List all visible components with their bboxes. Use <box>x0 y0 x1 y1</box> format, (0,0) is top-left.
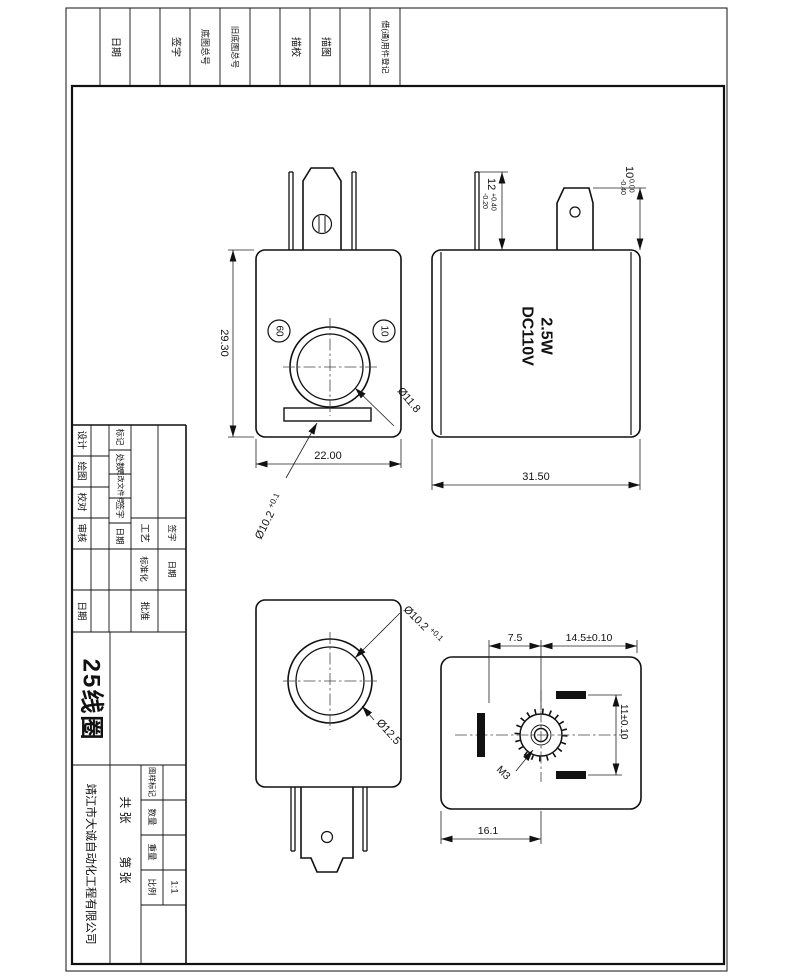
terminal-left-label: 60 <box>274 325 285 337</box>
view-front-top: 60 10 29.30 22.00 Ø11.8 Ø10.2 +0.1 <box>218 167 423 541</box>
dim-pin-main: 12 <box>485 178 497 190</box>
strip-label-master-no: 底图总号 <box>200 29 211 65</box>
marking-power: 2.5W <box>538 317 555 355</box>
company-name: 靖江市大诚自动化工程有限公司 <box>84 784 98 945</box>
sheets-total: 共 张 <box>118 796 132 823</box>
part-name: 25线圈 <box>78 659 105 742</box>
binding-strip-lines <box>99 8 401 86</box>
title-block-lines <box>72 424 187 964</box>
screw-head-icon <box>311 213 333 235</box>
strip-label-sign: 签字 <box>170 37 183 57</box>
thread-label: M3 <box>494 764 513 783</box>
dim-slot-spacing-label: 11±0.10 <box>618 704 629 740</box>
role-draw: 绘图 <box>76 461 88 480</box>
dia-inner-label: Ø11.8 <box>395 385 423 415</box>
scale-value: 1:1 <box>169 880 180 893</box>
rev-header-count: 处数 <box>115 453 125 471</box>
connector-body-bottom <box>300 787 354 873</box>
strip-label-trace: 描图 <box>320 37 333 57</box>
prong-pins-top <box>288 171 357 250</box>
sheet-number: 第 张 <box>118 856 132 883</box>
terminal-circle-right <box>372 319 396 343</box>
dim-body-width-label: 31.50 <box>522 471 550 483</box>
dim-pitch-label: 14.5±0.10 <box>566 632 613 644</box>
dim-blade-tol-up: 0.00 <box>628 179 635 193</box>
dim-blade-tol-dn: -0.40 <box>619 179 626 195</box>
dim-height-label: 29.30 <box>218 329 230 357</box>
hole-dia-label-2: Ø10.2 <box>401 604 431 634</box>
rev-header-mark: 标记 <box>115 428 125 446</box>
dim-pin-callout: 12 +0.40 -0.20 <box>481 178 497 211</box>
dim-pin-tol-up: +0.40 <box>490 193 497 211</box>
info-label-qty: 数量 <box>147 808 157 826</box>
dim-pin-tol-dn: -0.20 <box>481 193 488 209</box>
role-design: 设计 <box>76 430 88 450</box>
process-label: 工艺 <box>139 523 150 542</box>
blade-hole <box>569 206 581 218</box>
pin-slot-bottom <box>556 771 586 779</box>
pin-slot-top <box>556 691 586 699</box>
info-label-scale: 比例 <box>147 878 157 895</box>
view-front-bottom: Ø10.2 +0.1 Ø12.5 <box>255 599 446 873</box>
approve-label: 批准 <box>139 601 151 621</box>
dim-blade-main: 10 <box>623 166 635 178</box>
slot-window <box>283 407 372 422</box>
role-review: 审核 <box>76 523 88 543</box>
view-top: 7.5 14.5±0.10 11±0.10 16.1 M3 <box>440 632 642 844</box>
view-side: DC110V 2.5W 12 +0.40 -0.20 10 0.00 -0.40… <box>431 166 646 490</box>
terminal-right-label: 10 <box>379 325 390 337</box>
hole-tol-label-2: +0.1 <box>428 626 446 644</box>
sign-label-right: 签字 <box>167 524 177 541</box>
strip-label-borrowed-parts: 借(通)用件登记 <box>381 20 391 73</box>
terminal-circle-left <box>267 319 291 343</box>
hole-tol-label: +0.1 <box>266 491 281 510</box>
sheet-borders <box>65 7 728 972</box>
role-proof: 校对 <box>76 492 88 512</box>
hole-dia-callout-2: Ø10.2 +0.1 <box>401 604 446 644</box>
strip-label-date: 日期 <box>110 37 122 57</box>
dim-center-label: 16.1 <box>478 825 499 837</box>
date-label-right: 日期 <box>167 560 177 577</box>
prong-pins-bottom <box>290 787 368 852</box>
date-label-left: 日期 <box>76 601 87 620</box>
dim-offset-label: 7.5 <box>508 632 523 644</box>
rev-header-date: 日期 <box>115 527 125 544</box>
side-slot <box>477 713 485 757</box>
dia-counterbore-label: Ø12.5 <box>374 717 403 747</box>
binding-strip: 日期 签字 底图总号 旧底图总号 描校 描图 借(通)用件登记 <box>99 8 401 86</box>
strip-label-old-master-no: 旧底图总号 <box>230 26 240 69</box>
connector-blade <box>556 187 594 250</box>
rev-header-docno: 更改文件号 <box>117 469 126 504</box>
dim-blade-callout: 10 0.00 -0.40 <box>619 166 635 195</box>
standardization-label: 标准化 <box>139 556 149 582</box>
dim-width-label: 22.00 <box>314 450 342 462</box>
info-label-weight: 重量 <box>147 843 157 861</box>
strip-label-trace-check: 描校 <box>290 37 303 57</box>
hole-dia-label: Ø10.2 <box>253 509 277 541</box>
rev-header-sign: 签字 <box>115 501 125 518</box>
title-block: 设计 绘图 校对 审核 日期 标记 处数 更改文件号 签字 日期 工艺 标准化 … <box>72 424 187 964</box>
hole-dia-callout: Ø10.2 +0.1 <box>253 491 282 541</box>
side-pin <box>474 171 480 250</box>
marking-voltage: DC110V <box>519 306 536 366</box>
info-label-mark: 图样标记 <box>148 767 158 797</box>
